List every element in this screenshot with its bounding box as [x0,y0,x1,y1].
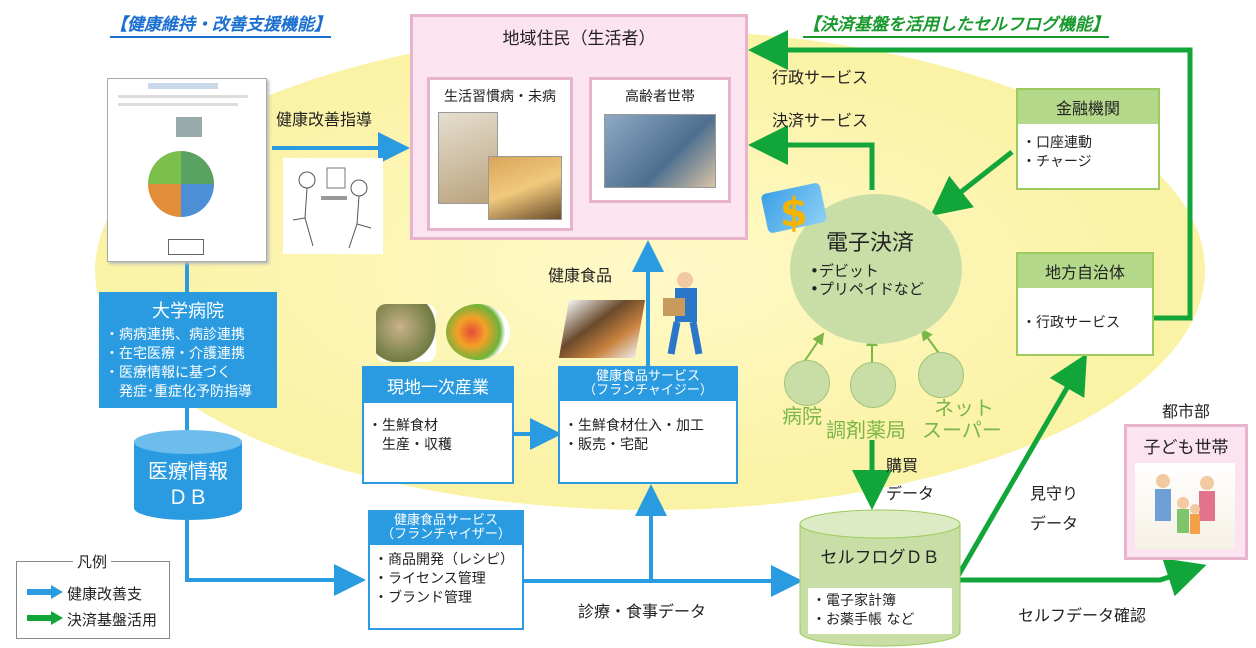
food-service-item: ・生鮮食材仕入・加工 [564,418,704,434]
selflog-item: ・お薬手帳 など [812,612,915,628]
label-clinic-data: 診療・食事データ [578,602,707,621]
pharmacy-circle [850,362,896,408]
lifestyle-photo-belly [488,156,562,220]
vegetables-image [446,304,510,360]
label-watch: 見守り [1030,484,1079,503]
franchisor-item: ・ブランド管理 [374,590,472,606]
medical-db-sub: ＤＢ [168,485,208,509]
label-payment-service: 決済サービス [772,111,869,130]
food-service-title-line2: （フランチャイジー） [583,383,713,398]
university-item: ・在宅医療・介護連携 [105,346,245,362]
financial-institution-title: 金融機関 [1018,90,1158,124]
header-payment-selflog: 【決済基盤を活用したセルフログ機能】 [803,10,1109,38]
label-gov-service: 行政サービス [772,68,869,87]
food-service-item: ・販売・宅配 [564,437,648,453]
legend-arrows [27,585,63,625]
seafood-image [376,304,436,362]
selflog-items-panel: ・電子家計簿 ・お薬手帳 など [808,588,952,634]
medical-db-cylinder [134,430,242,520]
consultation-sketch-icon [283,158,383,254]
food-service-franchisor-box: 健康食品サービス （フランチャイザー） ・商品開発（レシピ） ・ライセンス管理 … [368,510,524,630]
label-health-guidance: 健康改善指導 [276,110,373,129]
delivery-person-icon [663,272,703,355]
outlet-pharmacy-label: 調剤薬局 [826,418,906,442]
residents-title: 地域住民（生活者） [502,29,656,49]
label-health-food: 健康食品 [548,266,613,285]
header-health-support: 【健康維持・改善支援機能】 [110,10,331,38]
arrow-outlet-net [920,328,949,364]
finance-item: ・チャージ [1022,154,1092,170]
pdca-cycle-icon [148,151,214,217]
franchisor-title-line1: 健康食品サービス [393,513,498,528]
franchisor-item: ・ライセンス管理 [374,571,486,587]
elderly-photo [604,114,716,188]
arrow-db-to-franchisor [185,520,366,596]
primary-industry-title: 現地一次産業 [364,368,512,403]
university-hospital-box: 大学病院 ・病病連携、病診連携 ・在宅医療・介護連携 ・医療情報に基づく 発症･… [99,292,277,408]
finance-item: ・口座連動 [1022,135,1092,151]
hospital-circle [784,360,830,406]
elderly-panel: 高齢者世帯 [589,77,731,203]
selflog-db-title: セルフログＤＢ [820,548,940,568]
outlet-net-label: ネット [934,396,994,420]
legend-box: 凡例 健康改善支 決済基盤活用 [16,551,170,639]
legend-blue-label: 健康改善支 [67,585,143,603]
outlet-super-label: スーパー [922,418,1002,442]
residents-box: 地域住民（生活者） 生活習慣病・未病 高齢者世帯 [410,14,748,240]
primary-industry-item: 生産・収穫 [368,437,452,453]
elderly-label: 高齢者世帯 [625,89,695,105]
lifestyle-label: 生活習慣病・未病 [444,89,556,105]
outlet-hospital-label: 病院 [782,404,822,428]
university-item: ・医療情報に基づく [105,365,231,381]
primary-industry-box: 現地一次産業 ・生鮮食材 生産・収穫 [362,366,514,484]
payment-item: •デビット [810,262,879,280]
family-image [1135,463,1235,549]
label-purchase-data: データ [886,484,935,503]
electronic-payment-title: 電子決済 [826,231,915,256]
financial-institution-box: 金融機関 ・口座連動 ・チャージ [1016,88,1160,190]
university-hospital-title: 大学病院 [101,294,275,326]
arrow-watch-data [955,353,1088,578]
primary-industry-item: ・生鮮食材 [368,418,438,434]
local-government-box: 地方自治体 ・行政サービス [1016,252,1154,356]
franchisor-item: ・商品開発（レシピ） [374,552,514,568]
children-household-title: 子ども世帯 [1143,438,1229,458]
children-household-box: 子ども世帯 [1124,424,1248,560]
franchisor-title: 健康食品サービス （フランチャイザー） [370,512,522,545]
food-service-title-line1: 健康食品サービス [595,369,700,384]
university-item: ・病病連携、病診連携 [105,327,245,343]
label-self-check: セルフデータ確認 [1018,606,1147,625]
food-service-franchisee-box: 健康食品サービス （フランチャイジー） ・生鮮食材仕入・加工 ・販売・宅配 [558,366,738,484]
arrow-self-check [960,558,1207,597]
arrow-finance-to-payment [930,150,1014,217]
local-government-title: 地方自治体 [1018,254,1152,288]
medical-db-title: 医療情報 [148,459,228,483]
food-service-title: 健康食品サービス （フランチャイジー） [560,368,736,401]
payment-item: •プリペイドなど [810,280,924,298]
legend-title: 凡例 [73,551,112,572]
label-purchase: 購買 [886,456,919,475]
medical-db-label: 医療情報 ＤＢ [130,458,246,510]
bento-box-image [558,300,646,358]
selflog-item: ・電子家計簿 [812,593,896,609]
dollar-icon: $ [780,190,808,236]
label-watch-data: データ [1030,514,1079,533]
legend-green-label: 決済基盤活用 [67,611,158,629]
university-item: 発症･重症化予防指導 [105,384,252,400]
lifestyle-panel: 生活習慣病・未病 [427,77,573,231]
arrow-payment-service [748,125,875,190]
urban-label: 都市部 [1162,402,1211,421]
local-gov-item: ・行政サービス [1022,315,1120,331]
franchisor-title-line2: （フランチャイザー） [381,527,511,542]
arrow-outlet-hospital [793,332,825,374]
pdca-document-image [107,78,267,262]
net-super-circle [918,352,964,398]
